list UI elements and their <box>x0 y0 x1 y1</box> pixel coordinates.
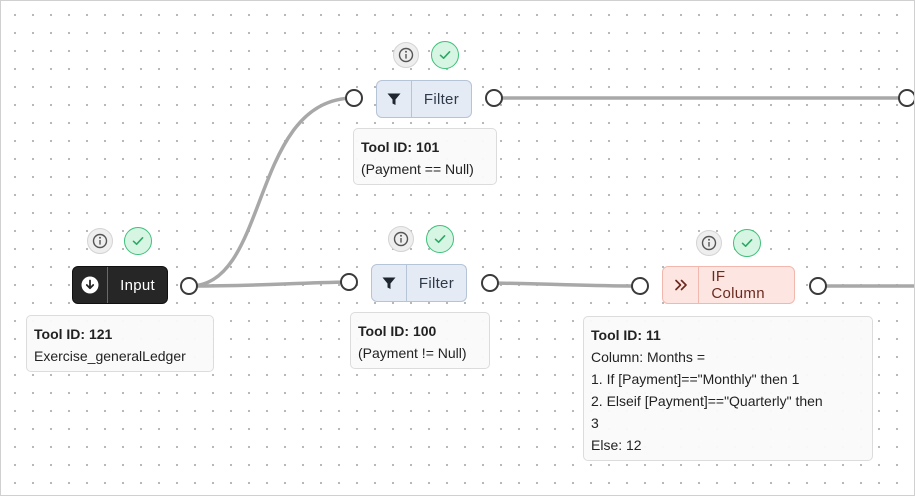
check-icon <box>741 239 753 247</box>
check-icon <box>439 51 451 59</box>
node-input[interactable]: Input <box>72 266 168 304</box>
tool-description-line: Column: Months = <box>591 349 705 365</box>
funnel-icon <box>387 93 401 105</box>
output-port-filter-100[interactable] <box>481 274 499 292</box>
info-button-filter-100[interactable] <box>388 226 414 252</box>
node-label: Filter <box>418 274 454 292</box>
funnel-icon <box>382 277 396 289</box>
node-label: Input <box>120 276 155 294</box>
info-icon <box>393 231 409 247</box>
tool-info-card-11: Tool ID: 11 Column: Months = 1. If [Paym… <box>583 316 873 461</box>
output-port-if-column[interactable] <box>809 277 827 295</box>
info-button-input[interactable] <box>87 228 113 254</box>
input-port-offscreen-node[interactable] <box>898 89 915 107</box>
node-label: Filter <box>423 90 459 108</box>
tool-description-line: (Payment == Null) <box>361 161 474 177</box>
download-circle-icon <box>81 276 99 294</box>
tool-description-line: Else: 12 <box>591 437 642 453</box>
status-success-if-column <box>733 229 761 257</box>
output-port-filter-101[interactable] <box>485 89 503 107</box>
status-success-input <box>124 227 152 255</box>
input-port-filter-101[interactable] <box>345 89 363 107</box>
info-button-filter-101[interactable] <box>393 42 419 68</box>
tool-info-card-100: Tool ID: 100 (Payment != Null) <box>350 312 490 369</box>
tool-id: Tool ID: 121 <box>34 326 113 342</box>
status-success-filter-101 <box>431 41 459 69</box>
input-port-if-column[interactable] <box>631 277 649 295</box>
node-label: IF Column <box>711 268 765 302</box>
info-icon <box>701 235 717 251</box>
tool-description-line: 1. If [Payment]=="Monthly" then 1 <box>591 371 800 387</box>
node-if-column[interactable]: IF Column <box>662 266 795 304</box>
tool-id: Tool ID: 100 <box>358 323 437 339</box>
input-port-filter-100[interactable] <box>340 273 358 291</box>
node-filter-100[interactable]: Filter <box>371 264 467 302</box>
info-icon <box>398 47 414 63</box>
tool-description-line: 2. Elseif [Payment]=="Quarterly" then <box>591 393 823 409</box>
tool-description-line: Exercise_generalLedger <box>34 348 186 364</box>
output-port-input[interactable] <box>180 277 198 295</box>
info-button-if-column[interactable] <box>696 230 722 256</box>
wire-input-to-filter-101 <box>188 96 356 288</box>
tool-description-line: (Payment != Null) <box>358 345 467 361</box>
check-icon <box>434 235 446 243</box>
wire-filter-100-to-if-column <box>488 281 642 288</box>
status-success-filter-100 <box>426 225 454 253</box>
tool-info-card-101: Tool ID: 101 (Payment == Null) <box>353 128 497 185</box>
info-icon <box>92 233 108 249</box>
tool-description-line: 3 <box>591 415 599 431</box>
tool-id: Tool ID: 11 <box>591 327 661 343</box>
wire-input-to-filter-100 <box>188 280 351 288</box>
node-filter-101[interactable]: Filter <box>376 80 472 118</box>
tool-info-card-121: Tool ID: 121 Exercise_generalLedger <box>26 315 214 372</box>
check-icon <box>132 237 144 245</box>
tool-id: Tool ID: 101 <box>361 139 440 155</box>
double-chevron-right-icon <box>674 279 687 291</box>
